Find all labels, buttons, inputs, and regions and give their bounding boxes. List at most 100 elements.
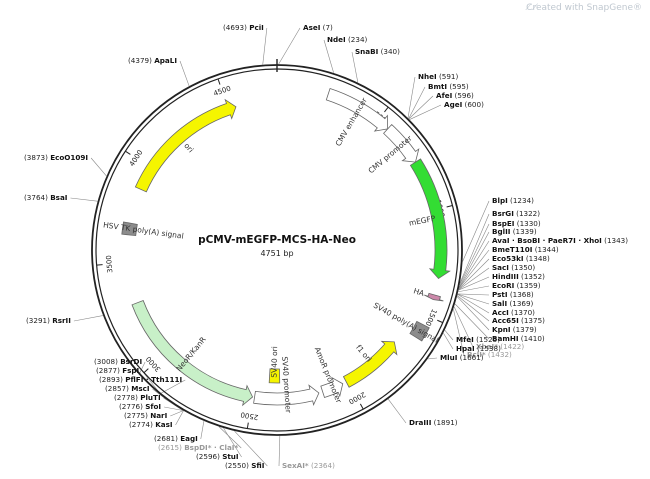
site-bglii[interactable]: BglII (1339): [492, 227, 537, 236]
site-bspdi-clai[interactable]: (2615) BspDI* · ClaI*: [158, 443, 238, 452]
site-xbai[interactable]: XbaI* (1422): [476, 342, 524, 351]
site-acc65i[interactable]: Acc65I (1375): [492, 316, 545, 325]
site-acci[interactable]: AccI (1370): [492, 308, 535, 317]
site-position: (2596): [196, 452, 222, 461]
site-nari[interactable]: (2775) NarI: [124, 411, 168, 420]
site-hindiii[interactable]: HindIII (1352): [492, 272, 545, 281]
site-ecori[interactable]: EcoRI (1359): [492, 281, 541, 290]
site-bsai[interactable]: (3764) BsaI: [24, 193, 68, 202]
site-position: (2893): [99, 375, 125, 384]
feature-megfp[interactable]: [409, 158, 451, 280]
site-kpni[interactable]: KpnI (1379): [492, 325, 537, 334]
tick-mark: [384, 106, 389, 113]
site-name: BglII: [492, 227, 511, 236]
site-eco53ki[interactable]: Eco53kI (1348): [492, 254, 550, 263]
site-position: (1891): [431, 418, 457, 427]
site-name: EcoRI: [492, 281, 515, 290]
site-apali[interactable]: (4379) ApaLI: [128, 56, 177, 65]
site-fspi[interactable]: (2877) FspI: [96, 366, 140, 375]
site-position: (7): [320, 23, 333, 32]
feature-ha[interactable]: [424, 292, 444, 302]
site-leader-line: [179, 60, 190, 87]
tick-mark: [96, 264, 103, 266]
site-name: MscI: [131, 384, 150, 393]
site-name: RsrII: [52, 316, 71, 325]
site-snabi[interactable]: SnaBI (340): [355, 47, 400, 56]
site-leader-line: [175, 410, 184, 426]
feature-cmv-promoter[interactable]: [383, 123, 420, 163]
site-bcli[interactable]: BclI* (1432): [467, 350, 512, 359]
site-position: (1344): [532, 245, 558, 254]
site-blpi[interactable]: BlpI (1234): [492, 196, 534, 205]
site-bamhi[interactable]: BamHI (1410): [492, 334, 545, 343]
feature-label: SV40 promoter: [280, 356, 293, 414]
site-leader-line: [73, 315, 103, 322]
site-bmet110i[interactable]: BmeT110I (1344): [492, 245, 559, 254]
site-pflfi-tth111i[interactable]: (2893) PflFI · Tth111I: [99, 375, 183, 384]
site-pluti[interactable]: (2778) PluTI: [114, 393, 161, 402]
site-bsrdi[interactable]: (3008) BsrDI: [94, 357, 142, 366]
site-agei[interactable]: AgeI (600): [444, 100, 484, 109]
site-leader-line: [70, 197, 98, 202]
site-psti[interactable]: PstI (1368): [492, 290, 534, 299]
feature-sv40-poly-a-signal[interactable]: [409, 320, 430, 342]
site-draiii[interactable]: DraIII (1891): [409, 418, 458, 427]
site-leader-line: [152, 388, 167, 400]
site-sfoi[interactable]: (2776) SfoI: [119, 402, 161, 411]
site-position: (1525): [474, 335, 500, 344]
tick-label: 1500: [424, 308, 438, 328]
site-sfii[interactable]: (2550) SfiI: [225, 461, 265, 470]
site-sali[interactable]: SalI (1369): [492, 299, 534, 308]
site-afei[interactable]: AfeI (596): [436, 91, 474, 100]
tick-mark: [217, 78, 221, 85]
site-leader-line: [170, 410, 184, 417]
tick-mark: [143, 368, 149, 374]
site-position: (234): [346, 35, 368, 44]
site-ecoo109i[interactable]: (3873) EcoO109I: [24, 153, 88, 162]
site-kasi[interactable]: (2774) KasI: [129, 420, 173, 429]
site-sexai[interactable]: SexAI* (2364): [282, 461, 335, 470]
site-ndei[interactable]: NdeI (234): [327, 35, 368, 44]
site-name: BsrDI: [120, 357, 142, 366]
site-leader-line: [458, 285, 490, 293]
site-position: (1348): [524, 254, 550, 263]
site-position: (3873): [24, 153, 50, 162]
feature-hsv-tk-poly-a-signal[interactable]: [121, 221, 138, 237]
site-position: (4693): [223, 23, 249, 32]
site-bsrgi[interactable]: BsrGI (1322): [492, 209, 540, 218]
site-name: AseI: [303, 23, 321, 32]
site-mfei[interactable]: MfeI (1525): [456, 335, 500, 344]
site-saci[interactable]: SacI (1350): [492, 263, 535, 272]
site-leader-line: [458, 258, 490, 290]
feature-neor-kanr[interactable]: [131, 300, 254, 407]
site-bspei[interactable]: BspEI (1330): [492, 219, 541, 228]
site-leader-line: [457, 294, 490, 314]
tick-label: 2500: [240, 410, 259, 421]
site-asei[interactable]: AseI (7): [303, 23, 333, 32]
site-name: BsaI: [50, 193, 68, 202]
feature-ori[interactable]: [134, 98, 237, 193]
site-stui[interactable]: (2596) StuI: [196, 452, 239, 461]
site-avai-bsobi-paer7i-xhoi[interactable]: AvaI · BsoBI · PaeR7I · XhoI (1343): [492, 236, 628, 245]
site-position: (1234): [508, 196, 534, 205]
site-name: HindIII: [492, 272, 519, 281]
feature-sv40-ori[interactable]: [268, 368, 281, 384]
site-nhei[interactable]: NheI (591): [418, 72, 458, 81]
site-leader-line: [444, 330, 454, 341]
site-msci[interactable]: (2857) MscI: [105, 384, 150, 393]
site-pcii[interactable]: (4693) PciI: [223, 23, 264, 32]
site-eagi[interactable]: (2681) EagI: [154, 434, 198, 443]
site-bmti[interactable]: BmtI (595): [428, 82, 469, 91]
feature-amor-promoter[interactable]: [320, 376, 344, 399]
site-mlui[interactable]: MluI (1661): [440, 353, 484, 362]
site-hpai[interactable]: HpaI (1538): [456, 344, 501, 353]
site-leader-line: [323, 39, 334, 73]
feature-f1-ori[interactable]: [342, 340, 398, 388]
site-leader-line: [457, 295, 490, 322]
feature-sv40-promoter[interactable]: [253, 384, 320, 406]
site-rsrii[interactable]: (3291) RsrII: [26, 316, 71, 325]
tick-mark: [437, 319, 443, 324]
feature-cmv-enhancer[interactable]: [325, 87, 389, 132]
site-position: (2681): [154, 434, 180, 443]
